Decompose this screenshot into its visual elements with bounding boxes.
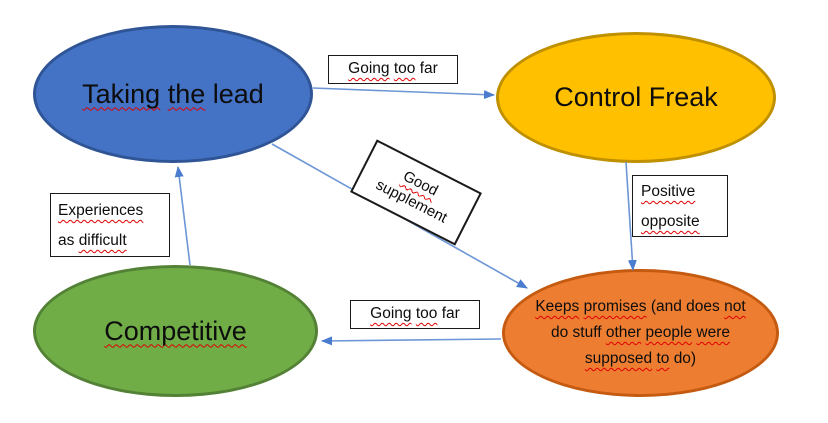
word: Positive [641, 183, 696, 200]
word: difficult [78, 232, 127, 249]
node-control-freak[interactable]: Control Freak [496, 32, 776, 163]
edge-label-going-too-far-top-text: Going too far [348, 60, 438, 77]
node-competitive-label: Competitive [104, 316, 247, 347]
edge-competitive-to-taking[interactable] [174, 166, 191, 266]
word: supposed [584, 350, 653, 367]
word: (and [650, 298, 682, 315]
node-keeps-promises[interactable]: Keeps promises (and does not do stuff oth… [502, 269, 779, 397]
edge-label-experiences-as-difficult[interactable]: Experiences as difficult [50, 193, 170, 257]
edge-label-going-too-far-bottom[interactable]: Going too far [350, 300, 480, 329]
word: does [686, 298, 720, 315]
word: Going [370, 305, 412, 322]
word: Competitive [104, 315, 247, 346]
word: as [58, 232, 75, 249]
word: people [645, 324, 693, 341]
word: Keeps [535, 298, 580, 315]
word: Control Freak [554, 82, 718, 112]
word: the [167, 78, 206, 109]
node-keeps-promises-label: Keeps promises (and does not do stuff oth… [535, 294, 745, 372]
edge-taking-to-control-freak[interactable] [312, 87, 495, 100]
word: far [441, 305, 460, 322]
word: Going [348, 60, 390, 77]
word: not [724, 298, 746, 315]
word: lead [212, 78, 264, 109]
edge-label-experiences-as-difficult-text: Experiences as difficult [58, 202, 143, 249]
word: to [656, 350, 670, 367]
edge-label-positive-opposite-text: Positive opposite [641, 183, 700, 230]
word: do [550, 324, 569, 341]
word: other [605, 324, 642, 341]
word: too [415, 305, 438, 322]
node-taking-the-lead-label: Taking the lead [82, 79, 264, 110]
word: Experiences [58, 202, 144, 219]
node-competitive[interactable]: Competitive [33, 265, 318, 397]
word: were [696, 324, 730, 341]
node-control-freak-label: Control Freak [554, 82, 718, 113]
word: opposite [641, 213, 700, 230]
word: stuff [572, 324, 602, 341]
word: far [419, 60, 438, 77]
edge-label-positive-opposite[interactable]: Positive opposite [632, 175, 728, 237]
word: too [393, 60, 416, 77]
node-taking-the-lead[interactable]: Taking the lead [33, 25, 313, 163]
edge-label-going-too-far-bottom-text: Going too far [370, 305, 460, 322]
edge-keeps-promises-to-competitive[interactable] [321, 336, 502, 346]
word: promises [583, 298, 647, 315]
word: Taking [82, 78, 161, 109]
word: do) [673, 350, 697, 367]
edge-label-going-too-far-top[interactable]: Going too far [328, 55, 458, 84]
